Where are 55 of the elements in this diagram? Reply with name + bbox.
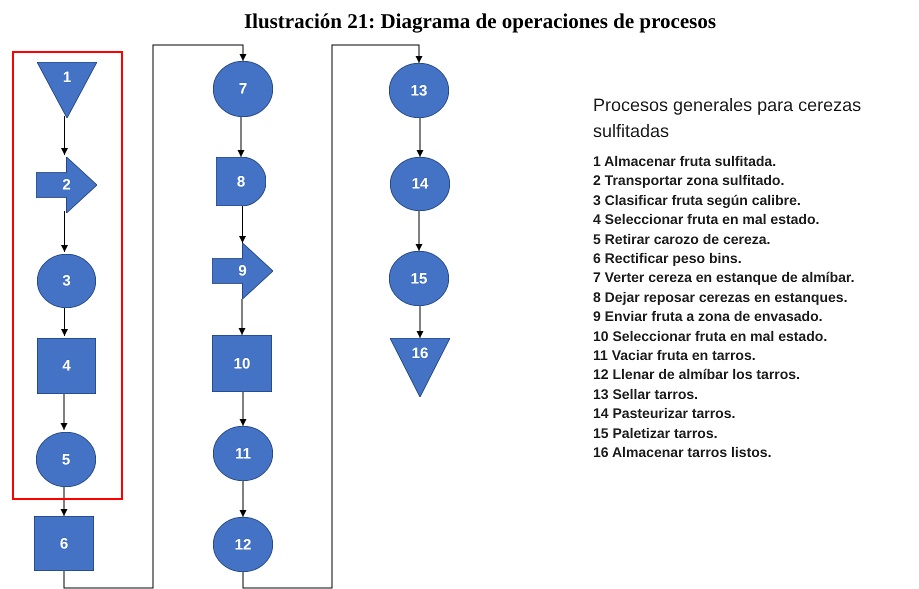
process-description: 10 Seleccionar fruta en mal estado. [593, 326, 828, 346]
process-description: 9 Enviar fruta a zona de envasado. [593, 307, 823, 326]
flow-arrow [416, 118, 424, 158]
step-number: 6 [60, 536, 68, 551]
storage-triangle [37, 62, 97, 118]
flow-arrow [242, 44, 422, 588]
process-description: 11 Vaciar fruta en tarros. [593, 346, 756, 366]
step-number: 5 [62, 452, 70, 467]
step-number: 15 [410, 271, 428, 286]
process-description: 14 Pasteurizar tarros. [593, 404, 736, 424]
process-description: 6 Rectificar peso bins. [593, 249, 742, 268]
step-number: 12 [234, 537, 252, 552]
step-number: 1 [62, 70, 72, 85]
step-number: 2 [62, 178, 71, 192]
process-description: 13 Sellar tarros. [593, 384, 698, 404]
step-number: 7 [238, 82, 248, 96]
step-number: 8 [236, 174, 246, 189]
flow-arrow [416, 210, 422, 252]
step-number: 10 [234, 356, 250, 371]
flow-arrow [239, 206, 246, 244]
flow-arrow [238, 298, 246, 336]
delay-shape [216, 157, 266, 206]
step-number: 3 [62, 274, 71, 288]
step-number: 9 [238, 264, 247, 278]
process-description: 1 Almacenar fruta sulfitada. [593, 152, 776, 171]
process-description: 16 Almacenar tarros listos. [593, 443, 772, 462]
storage-triangle [390, 338, 450, 397]
figure-title: Ilustración 21: Diagrama de operaciones de procesos [242, 8, 718, 35]
flow-arrow [61, 116, 68, 156]
flow-arrow [416, 306, 424, 338]
flow-arrow [64, 44, 246, 588]
group-frame [12, 51, 123, 500]
process-description: 5 Retirar carozo de cereza. [593, 230, 770, 249]
flow-arrow [61, 210, 68, 252]
transport-symbol [36, 157, 97, 213]
flow-arrow [60, 484, 68, 516]
flow-arrow [240, 392, 246, 426]
list-heading: Procesos generales para cerezas sulfitadas [593, 94, 862, 143]
process-description: 4 Seleccionar fruta en mal estado. [593, 210, 820, 230]
step-number: 14 [412, 176, 428, 192]
flow-arrow [240, 480, 246, 518]
process-description: 8 Dejar reposar cerezas en estanques. [593, 288, 848, 307]
step-number: 13 [410, 83, 428, 98]
transport-symbol [212, 243, 273, 299]
step-number: 16 [412, 346, 428, 361]
process-description: 3 Clasificar fruta según calibre. [593, 190, 801, 210]
process-description: 15 Paletizar tarros. [593, 424, 718, 443]
process-description: 7 Verter cereza en estanque de almíbar. [593, 268, 854, 288]
process-description: 2 Transportar zona sulfitado. [593, 171, 784, 190]
step-number: 11 [235, 446, 251, 461]
flow-arrow [238, 116, 244, 158]
flow-arrow [60, 392, 68, 430]
step-number: 4 [62, 358, 71, 374]
flow-arrow [61, 306, 68, 336]
process-description: 12 Llenar de almíbar los tarros. [593, 365, 800, 384]
